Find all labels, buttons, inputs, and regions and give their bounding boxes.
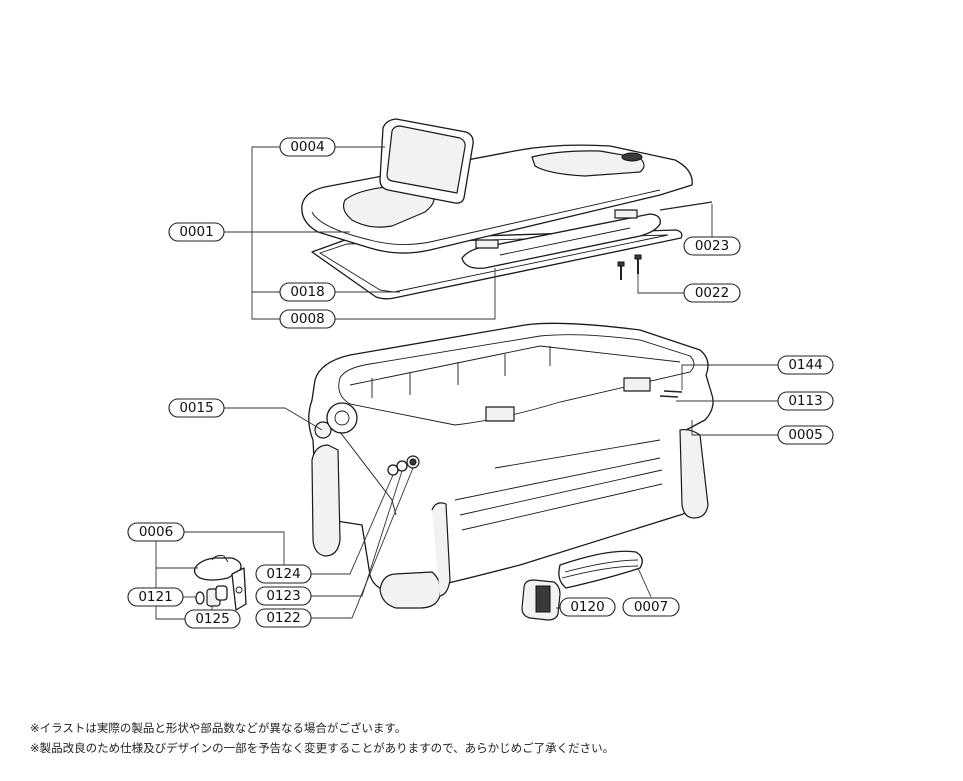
svg-text:0023: 0023 [695, 238, 729, 254]
part-label: 0006 [127, 522, 185, 542]
svg-text:0018: 0018 [290, 284, 324, 300]
part-label: 0113 [777, 391, 834, 411]
box-body [308, 322, 714, 609]
part-label: 0023 [683, 236, 741, 256]
svg-text:0006: 0006 [139, 524, 173, 540]
part-label: 0123 [255, 586, 312, 606]
screws-drawing [617, 254, 642, 280]
lid-assembly [301, 118, 713, 300]
part-label: 0001 [168, 222, 225, 242]
svg-text:0005: 0005 [788, 427, 822, 443]
svg-text:0004: 0004 [290, 139, 324, 155]
part-label: 0004 [279, 137, 336, 157]
part-label: 0124 [255, 564, 312, 584]
drain-kit [193, 555, 247, 611]
leader-lines [155, 146, 778, 620]
strap-and-buckle [521, 550, 643, 621]
footnote-specification-change-notice: ※製品改良のため仕様及びデザインの一部を予告なく変更することがありますので、あら… [30, 741, 615, 755]
part-label: 0005 [777, 425, 834, 445]
part-label: 0022 [683, 283, 741, 303]
svg-text:0022: 0022 [695, 285, 729, 301]
svg-text:0124: 0124 [266, 566, 300, 582]
part-label: 0120 [559, 597, 616, 617]
svg-text:0008: 0008 [290, 311, 324, 327]
svg-text:0007: 0007 [634, 599, 668, 615]
part-label: 0125 [184, 609, 241, 629]
part-label: 0015 [168, 398, 225, 418]
svg-text:0113: 0113 [788, 393, 822, 409]
svg-text:0001: 0001 [179, 224, 213, 240]
part-label: 0007 [622, 597, 680, 617]
part-label: 0008 [279, 309, 336, 329]
part-label: 0018 [279, 282, 336, 302]
footnote-illustration-disclaimer: ※イラストは実際の製品と形状や部品数などが異なる場合がございます。 [30, 721, 407, 735]
part-label: 0121 [127, 587, 184, 607]
svg-text:0120: 0120 [570, 599, 604, 615]
part-label: 0122 [255, 608, 312, 628]
part-label: 0144 [777, 355, 834, 375]
box-body-drawing [308, 322, 714, 591]
part-labels: 0004 0001 0018 0008 0023 0022 0015 0144 … [127, 137, 834, 629]
svg-text:0125: 0125 [195, 611, 229, 627]
svg-text:0144: 0144 [788, 357, 822, 373]
svg-text:0123: 0123 [266, 588, 300, 604]
drain-bracket-drawing [231, 567, 247, 611]
svg-text:0121: 0121 [138, 589, 172, 605]
svg-text:0015: 0015 [179, 400, 213, 416]
svg-text:0122: 0122 [266, 610, 300, 626]
